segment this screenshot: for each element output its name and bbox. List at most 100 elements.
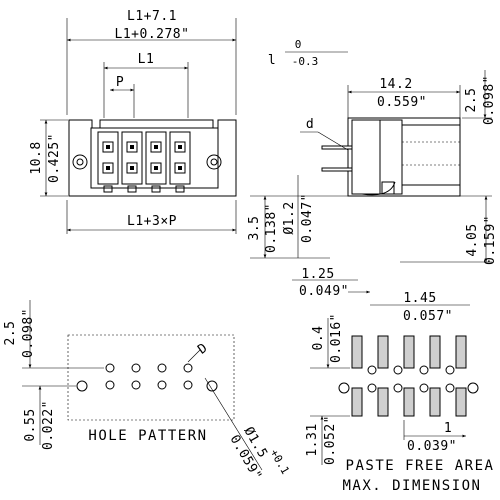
hole-grid (105, 363, 193, 390)
mount-hole-right (206, 154, 222, 170)
pin-center (130, 145, 134, 149)
paste-dim-a-mm: 1.25 (301, 267, 334, 282)
side-dim-right-in: 0.098" (482, 75, 497, 125)
side-dim-pin-in: 0.138" (264, 203, 279, 253)
hole-dim-low-mm: 0.55 (23, 408, 38, 441)
paste-dim-c-in: 0.016" (329, 313, 344, 363)
paste-dim-b-in: 0.057" (403, 309, 453, 324)
pin-lead (151, 185, 161, 193)
housing-outline (68, 119, 237, 197)
paste-pad (429, 335, 441, 369)
paste-holes (367, 365, 455, 393)
paste-hole (419, 365, 429, 375)
pin-socket (102, 141, 114, 153)
paste-hole (393, 383, 403, 393)
paste-pad (351, 335, 363, 369)
pin-socket (126, 141, 138, 153)
paste-pad (403, 335, 415, 369)
pin-lead (103, 185, 113, 193)
side-dim-dia-in: 0.047" (300, 193, 315, 243)
paste-mount-right (467, 382, 479, 394)
paste-hole (445, 383, 455, 393)
pin-socket (126, 162, 138, 174)
hole-pattern: D 2.5 0.098" 0.55 0.022" Ø1.5 +0.1 0.059… (3, 300, 292, 483)
hole-pattern-outline (67, 334, 235, 421)
hole (105, 380, 115, 390)
side-dim-depth-mm: 14.2 (379, 77, 412, 92)
paste-hole (445, 365, 455, 375)
mount-hole-right-inner (210, 158, 218, 166)
paste-hole (393, 365, 403, 375)
side-latch (379, 119, 403, 195)
pin-cells (97, 131, 191, 193)
side-pin-top (321, 145, 353, 150)
pin-center (178, 166, 182, 170)
pin-column (121, 131, 143, 185)
pin-column (169, 131, 191, 185)
front-dim-height-mm: 10.8 (29, 141, 44, 174)
paste-dim-d-in: 0.052" (323, 415, 338, 465)
paste-dim-d-mm: 1.31 (305, 423, 320, 456)
side-dim-l: l (268, 53, 276, 68)
paste-dim-e-in: 0.039" (407, 439, 457, 454)
paste-pad (377, 335, 389, 369)
side-foot (361, 181, 396, 196)
pin-center (154, 145, 158, 149)
paste-title-line2: MAX. DIMENSION (342, 478, 481, 494)
side-dim-depth-in: 0.559" (377, 95, 427, 110)
paste-hole (367, 383, 377, 393)
front-dim-top-mm: L1+7.1 (127, 9, 177, 24)
pin-column (145, 131, 167, 185)
hole (131, 363, 141, 373)
side-dim-d: d (306, 117, 314, 132)
pin-center (154, 166, 158, 170)
paste-pad (455, 387, 467, 417)
pin-center (178, 145, 182, 149)
side-tol-top: 0 (295, 38, 302, 51)
paste-pad (429, 387, 441, 417)
paste-hole (419, 383, 429, 393)
front-view: L1+7.1 L1+0.278" L1 P (29, 9, 237, 234)
hole (157, 363, 167, 373)
paste-pads (351, 335, 467, 417)
side-dim-low-in: 0.159" (483, 215, 498, 265)
front-dim-bottom: L1+3×P (127, 214, 177, 229)
mount-hole-left (72, 154, 88, 170)
paste-pad (377, 387, 389, 417)
pin-socket (150, 141, 162, 153)
pin-socket (174, 141, 186, 153)
hole (183, 363, 193, 373)
pin-socket (102, 162, 114, 174)
side-dim-low-mm: 4.05 (465, 223, 480, 256)
paste-pad (403, 387, 415, 417)
hole-mount-right (206, 380, 218, 392)
front-dim-l1: L1 (138, 52, 155, 67)
side-d-leader-2 (317, 131, 349, 151)
front-dim-top-in: L1+0.278" (115, 27, 190, 42)
pin-center (130, 166, 134, 170)
paste-pad (455, 335, 467, 369)
side-dim-dia-mm: Ø1.2 (282, 201, 297, 234)
housing-inner (90, 127, 219, 189)
paste-title-line1: PASTE FREE AREA (346, 458, 495, 474)
pin-column (97, 131, 119, 185)
paste-area: 1.25 0.049" 1.45 0.057" (292, 267, 495, 494)
front-dim-pitch: P (116, 75, 124, 90)
pin-lead (127, 185, 137, 193)
hole-mount-left (76, 380, 88, 392)
pin-socket (150, 162, 162, 174)
side-tol-bottom: -0.3 (292, 55, 319, 68)
front-dim-height-in: 0.425" (47, 133, 62, 183)
hole-dim-low-in: 0.022" (41, 400, 56, 450)
side-foot-pad (381, 181, 395, 195)
side-dim-right-mm: 2.5 (464, 88, 479, 113)
hole-dim-dia-tol: +0.1 (267, 447, 292, 476)
side-dim-pin-mm: 3.5 (247, 216, 262, 241)
hole-dim-left-mm: 2.5 (3, 321, 18, 346)
mount-hole-left-inner (76, 158, 84, 166)
side-pin-bottom (321, 167, 353, 172)
hole (105, 363, 115, 373)
side-flange (351, 119, 381, 195)
hole (131, 380, 141, 390)
side-view: l 0 -0.3 14.2 0.559" d 2.5 0.098" (247, 38, 498, 265)
